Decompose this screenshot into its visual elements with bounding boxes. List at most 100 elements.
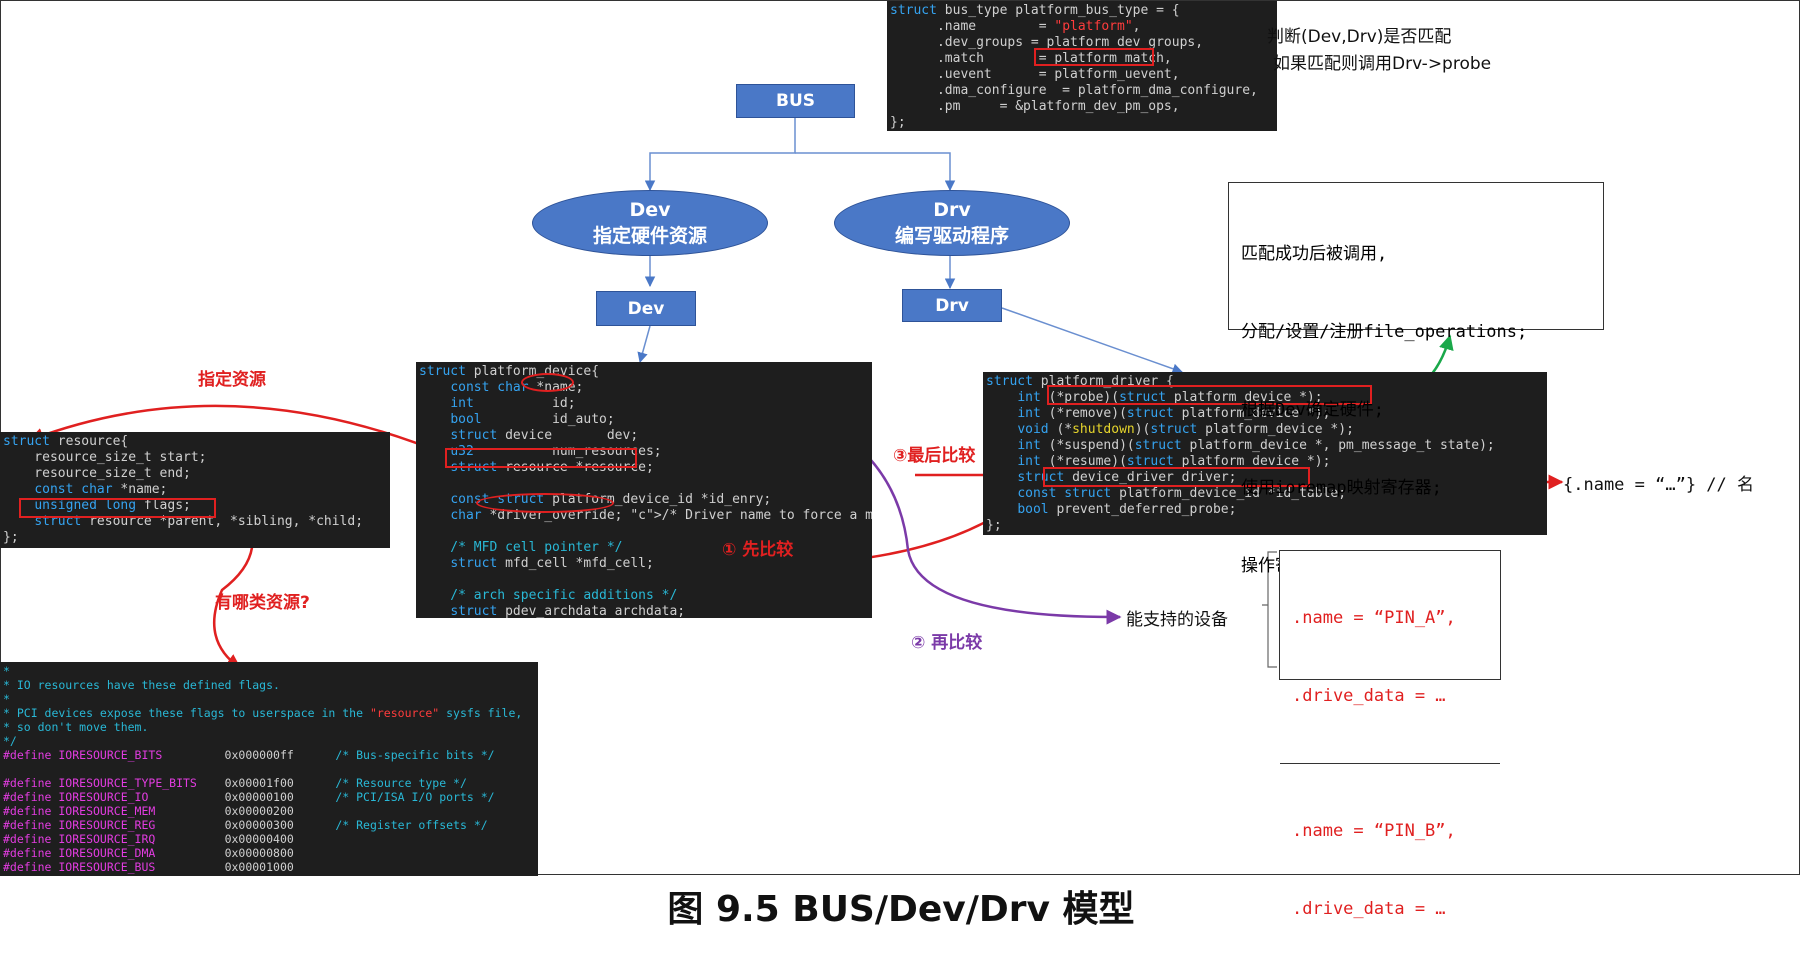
probe-field-highlight [1047, 385, 1372, 405]
name-field-highlight [521, 373, 574, 392]
driver-override-highlight [476, 493, 614, 513]
drv-ellipse-subtitle: 编写驱动程序 [894, 225, 1009, 247]
id-table-entry-b-data: .drive_data = … [1292, 899, 1446, 919]
ioresource-code-line: #define IORESOURCE_IRQ 0x00000400 [3, 832, 294, 846]
ioresource-code-block: ** IO resources have these defined flags… [0, 662, 538, 876]
compare-last-label: ③最后比较 [893, 446, 976, 466]
platform-driver-code-line: const struct platform_device_id *id_tabl… [1017, 486, 1347, 501]
platform-device-code-line: /* MFD cell pointer */ [419, 540, 623, 555]
platform-device-code-line: struct device dev; [450, 428, 639, 443]
ioresource-code-line: * PCI devices expose these flags to user… [3, 706, 523, 720]
platform-driver-code-line: int (*remove)(struct platform_device *); [1017, 406, 1331, 421]
ioresource-code-line: #define IORESOURCE_IO 0x00000100 /* PCI/… [3, 790, 495, 804]
platform-device-code-line: bool id_auto; [450, 412, 615, 427]
ioresource-code-line: #define IORESOURCE_BITS 0x000000ff /* Bu… [3, 748, 495, 762]
id-table-entry-a-name: .name = “PIN_A”, [1292, 608, 1456, 628]
which-resources-label: 有哪类资源? [215, 593, 310, 613]
resource-code-line: const char *name; [34, 482, 168, 497]
drv-ellipse-node: Drv 编写驱动程序 [834, 190, 1070, 256]
drv-ellipse-title: Drv [933, 199, 971, 221]
ioresource-code-line: */ [3, 734, 17, 748]
dev-ellipse-title: Dev [629, 199, 671, 221]
bus-type-code-line: .pm = &platform_dev_pm_ops, [890, 99, 1180, 114]
probe-note-line-3: 根据Dev确定硬件; [1241, 400, 1384, 420]
probe-note-line-1: 匹配成功后被调用, [1241, 244, 1388, 264]
match-highlight [1034, 48, 1154, 66]
figure-caption: 图 9.5 BUS/Dev/Drv 模型 [667, 889, 1135, 930]
ioresource-code-line: * IO resources have these defined flags. [3, 678, 280, 692]
platform-driver-code-block: struct platform_driver { int (*probe)(st… [983, 372, 1547, 535]
bus-type-code-line: .name = "platform", [890, 19, 1141, 34]
platform-device-code-line: struct mfd_cell *mfd_cell; [450, 556, 654, 571]
platform-device-code-line [419, 476, 869, 492]
platform-device-code-line: struct platform_device{ [419, 364, 600, 379]
dev-ellipse-subtitle: 指定硬件资源 [592, 225, 707, 247]
bus-type-code-line: .uevent = platform_uevent, [890, 67, 1180, 82]
id-table-entry-b: .name = “PIN_B”, .drive_data = … [1280, 763, 1500, 976]
platform-driver-code-line: int (*suspend)(struct platform_device *,… [1017, 438, 1495, 453]
id-table-box: .name = “PIN_A”, .drive_data = … .name =… [1279, 550, 1501, 919]
platform-device-code-line [419, 572, 869, 588]
probe-note-line-4: 使用ioremap映射寄存器; [1241, 478, 1442, 498]
resource-code-line: unsigned long flags; [34, 498, 191, 513]
platform-driver-code-line: int (*probe)(struct platform_device *); [1017, 390, 1323, 405]
ioresource-code-line: * [3, 664, 10, 678]
match-note-line-1: 判断(Dev,Drv)是否匹配 [1267, 27, 1452, 47]
id-table-entry-b-name: .name = “PIN_B”, [1292, 821, 1456, 841]
bus-type-code-line: struct bus_type platform_bus_type = { [890, 3, 1180, 18]
bus-type-code-block: struct bus_type platform_bus_type = { .n… [887, 1, 1277, 131]
ioresource-code-line: * so don't move them. [3, 720, 149, 734]
bus-to-drv-connector [795, 152, 956, 192]
ioresource-code-line: #define IORESOURCE_REG 0x00000300 /* Reg… [3, 818, 488, 832]
resource-code-line: resource_size_t end; [3, 466, 191, 481]
ioresource-code-line: #define IORESOURCE_MEM 0x00000200 [3, 804, 294, 818]
id-table-brace [1262, 551, 1277, 668]
driver-name-note: {.name = “…”} // 名 [1563, 475, 1754, 495]
platform-driver-code-line: bool prevent_deferred_probe; [1017, 502, 1237, 517]
bus-type-code-line: }; [890, 115, 906, 130]
platform-device-code-line: /* arch specific additions */ [419, 588, 678, 603]
bus-to-dev-connector [644, 118, 796, 192]
ioresource-code-line: #define IORESOURCE_DMA 0x00000800 [3, 846, 294, 860]
driver-field-highlight [1043, 467, 1310, 487]
flags-field-highlight [19, 498, 216, 518]
resource-code-line: }; [3, 530, 19, 545]
dev-box-to-struct [637, 325, 651, 364]
platform-device-code-line: char *driver_override; "c">/* Driver nam… [450, 508, 872, 523]
probe-note-line-2: 分配/设置/注册file_operations; [1241, 322, 1528, 342]
platform-device-code-line: int id; [450, 396, 576, 411]
ioresource-code-line: #define IORESOURCE_TYPE_BITS 0x00001f00 … [3, 776, 467, 790]
id-table-entry-a-data: .drive_data = … [1292, 686, 1446, 706]
match-note: 判断(Dev,Drv)是否匹配 如果匹配则调用Drv->probe [1267, 24, 1491, 78]
probe-note: 匹配成功后被调用, 分配/设置/注册file_operations; 根据Dev… [1228, 182, 1604, 576]
platform-driver-code-line: void (*shutdown)(struct platform_device … [1017, 422, 1354, 437]
specify-resource-label: 指定资源 [198, 370, 266, 390]
drv-box-to-struct [1001, 307, 1183, 374]
bus-type-code-line: .dma_configure = platform_dma_configure, [890, 83, 1258, 98]
dev-ellipse-node: Dev 指定硬件资源 [532, 190, 768, 256]
platform-driver-code-line: struct device_driver driver; [1017, 470, 1237, 485]
resource-code-line: struct resource{ [3, 434, 129, 449]
platform-driver-code-line: }; [986, 518, 1002, 533]
id-table-entry-a: .name = “PIN_A”, .drive_data = … [1280, 551, 1500, 763]
dev-box-node: Dev [596, 291, 696, 326]
platform-device-code-line: u32 num_resources; [450, 444, 662, 459]
bus-type-code-line: .match = platform_match, [890, 51, 1172, 66]
platform-device-code-block: struct platform_device{ const char *name… [416, 362, 872, 618]
bus-node: BUS [736, 84, 855, 118]
resource-code-block: struct resource{ resource_size_t start; … [0, 432, 390, 548]
resource-code-line: resource_size_t start; [3, 450, 207, 465]
drv-box-node: Drv [902, 289, 1002, 322]
platform-device-code-line: const char *name; [450, 380, 584, 395]
compare-second-label: ② 再比较 [911, 633, 983, 653]
bus-type-code-line: .dev_groups = platform_dev_groups, [890, 35, 1204, 50]
platform-device-code-line: struct pdev_archdata archdata; [450, 604, 686, 618]
ioresource-code-line [3, 762, 535, 776]
platform-driver-code-line: int (*resume)(struct platform_device *); [1017, 454, 1331, 469]
supported-devices-label: 能支持的设备 [1126, 610, 1228, 630]
compare-first-label: ① 先比较 [722, 540, 794, 560]
match-note-line-2: 如果匹配则调用Drv->probe [1273, 54, 1492, 74]
platform-device-code-line [419, 524, 869, 540]
ioresource-code-line: * [3, 692, 10, 706]
resource-field-highlight [445, 448, 637, 468]
